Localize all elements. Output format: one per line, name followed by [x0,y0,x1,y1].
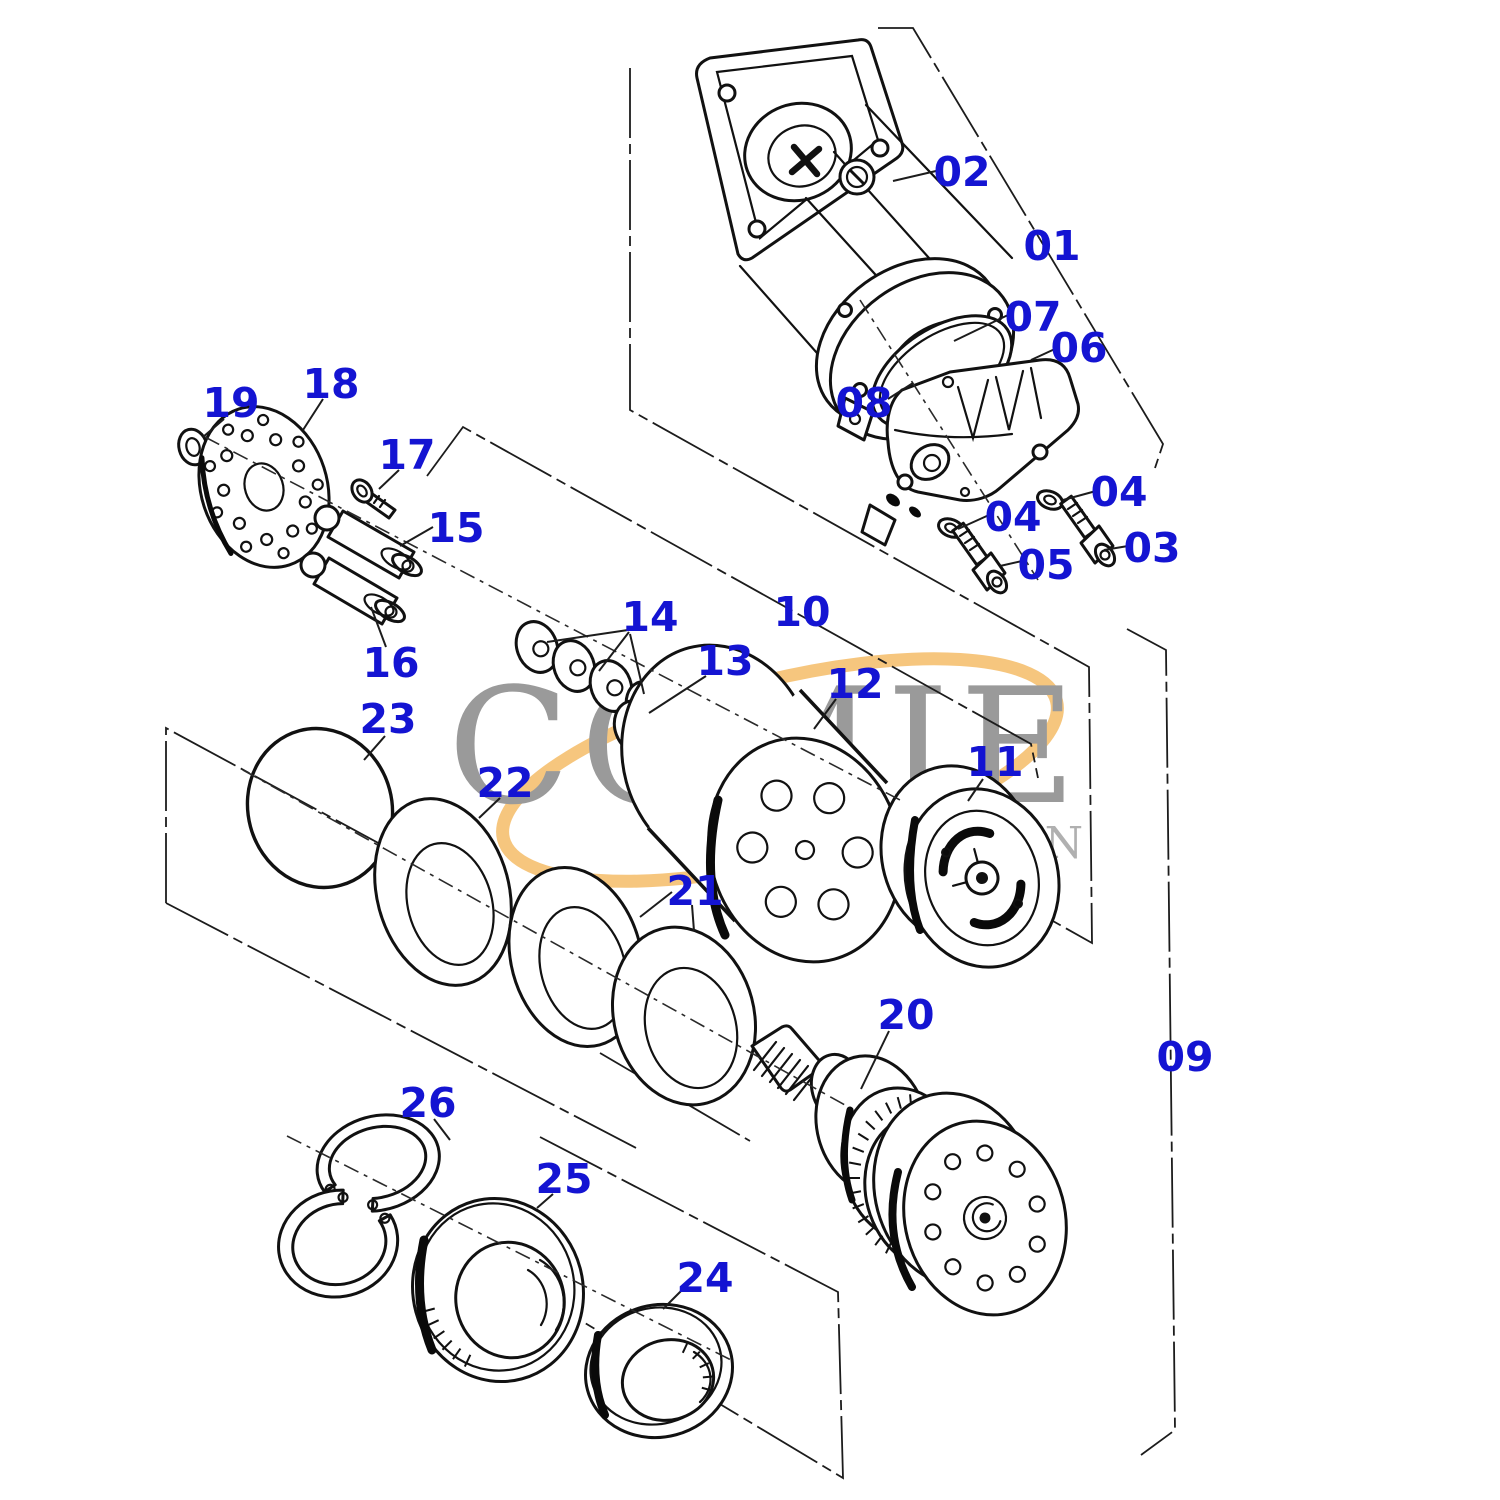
part-number-labels: 0102030404050607080910111213141516171819… [202,148,1213,1302]
leader-line-21 [639,891,673,918]
leader-line-04a [957,514,990,530]
parts-layer [177,38,1117,1440]
part-23-o-ring [245,726,395,890]
leader-line-20 [860,1030,890,1090]
part-12-cylinder-block [620,643,903,964]
part-label-23: 23 [359,695,416,743]
part-label-09: 09 [1156,1033,1213,1081]
part-label-11: 11 [966,738,1023,786]
part-11-valve-plate [879,764,1061,969]
leader-line-03 [1103,545,1129,551]
leader-line-13 [648,675,707,714]
part-label-15: 15 [427,504,484,552]
part-label-10: 10 [773,588,830,636]
part-label-04b: 04 [1090,468,1147,516]
leader-line-21 [691,904,695,932]
part-label-03: 03 [1123,524,1180,572]
part-label-21: 21 [666,867,723,915]
leader-line-16 [370,606,387,648]
part-label-06: 06 [1050,324,1107,372]
part-label-04a: 04 [984,493,1041,541]
part-05-socket-bolt [951,521,1009,595]
part-label-17: 17 [378,431,435,479]
part-25-bearing [411,1196,585,1384]
part-label-14: 14 [621,593,678,641]
part-label-01: 01 [1023,222,1080,270]
part-label-25: 25 [535,1155,592,1203]
leader-lines [202,170,1129,1310]
part-17-screw [350,478,397,520]
part-label-12: 12 [826,660,883,708]
part-22-backup-ring [373,797,513,987]
leader-line-18 [302,398,324,431]
leader-line-25 [536,1193,554,1209]
group-09-bracket [1126,628,1176,1456]
part-label-20: 20 [877,991,934,1039]
leader-line-14 [629,633,645,695]
leader-line-05 [999,560,1023,567]
part-label-08: 08 [835,379,892,427]
leader-line-23 [363,735,386,761]
part-15-piston [313,504,423,580]
part-20-drive-shaft [750,1024,1068,1317]
leader-line-26 [433,1118,451,1141]
leader-line-07 [953,314,1009,342]
part-label-24: 24 [676,1254,733,1302]
part-label-26: 26 [399,1079,456,1127]
leader-line-24 [662,1290,682,1310]
part-label-16: 16 [362,639,419,687]
part-16-piston [299,551,406,626]
leader-line-14 [598,631,630,672]
leader-line-15 [399,526,434,547]
leader-line-14 [546,629,629,643]
part-26-snap-rings [277,1113,441,1299]
part-label-07: 07 [1004,293,1061,341]
part-label-19: 19 [202,379,259,427]
leader-line-12 [813,698,837,730]
leader-line-11 [967,778,984,802]
leader-line-22 [478,797,501,819]
part-label-13: 13 [696,637,753,685]
part-label-18: 18 [302,360,359,408]
part-label-02: 02 [933,148,990,196]
leader-line-04b [1062,490,1097,501]
leader-line-02 [892,170,937,182]
part-label-22: 22 [476,759,533,807]
leader-line-06 [1030,347,1058,361]
part-18-retainer-plate [197,405,331,569]
part-24-oil-seal [584,1302,734,1440]
leader-line-17 [378,469,400,490]
part-label-05: 05 [1017,541,1074,589]
leader-line-19 [202,418,225,438]
center-axes [204,299,1039,1363]
leader-line-08 [887,382,914,400]
